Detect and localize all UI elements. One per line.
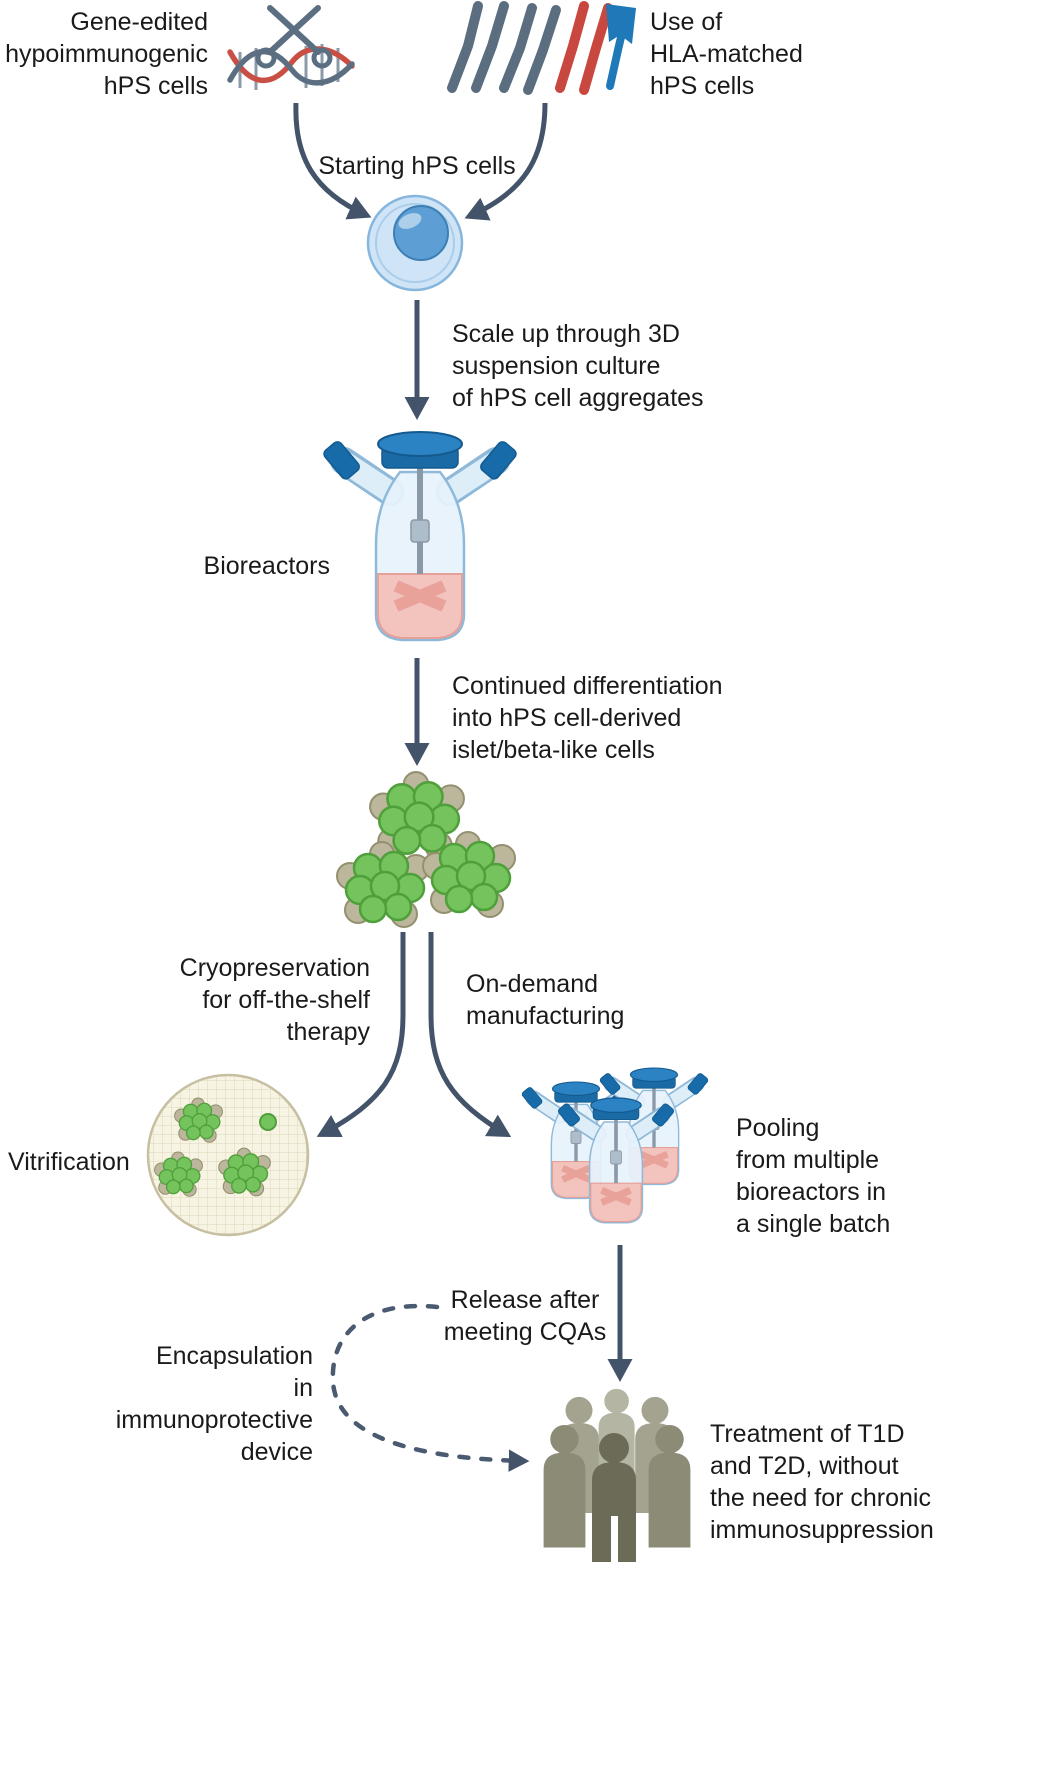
label-bioreactors: Bioreactors xyxy=(203,552,330,580)
label-hla-matched: Use of HLA-matched hPS cells xyxy=(650,8,803,100)
patients-group-icon xyxy=(543,1388,691,1563)
label-encapsulation: Encapsulation in immunoprotective device xyxy=(115,1342,313,1466)
arrow-gene-edited-to-cell xyxy=(293,102,372,220)
pooled-bioreactors-icon xyxy=(521,1068,709,1223)
islet-clusters-icon xyxy=(335,770,517,929)
arrow-to-vitrification xyxy=(316,932,406,1138)
label-differentiation: Continued differentiation into hPS cell-… xyxy=(452,672,723,764)
arrow-hla-to-cell xyxy=(464,102,548,221)
label-starting-cells: Starting hPS cells xyxy=(318,152,516,180)
label-cryopreservation: Cryopreservation for off-the-shelf thera… xyxy=(179,954,370,1046)
label-pooling: Pooling from multiple bioreactors in a s… xyxy=(736,1114,891,1238)
label-scale-up: Scale up through 3D suspension culture o… xyxy=(452,320,704,412)
arrow-to-pooling xyxy=(428,932,512,1138)
crispr-scissors-dna-icon xyxy=(227,5,355,90)
label-vitrification: Vitrification xyxy=(8,1148,130,1176)
label-gene-edited: Gene-edited hypoimmunogenic hPS cells xyxy=(5,8,208,100)
label-treatment: Treatment of T1D and T2D, without the ne… xyxy=(710,1420,934,1544)
label-on-demand: On-demand manufacturing xyxy=(466,970,625,1030)
hps-cell-icon xyxy=(366,194,464,292)
label-release: Release after meeting CQAs xyxy=(443,1286,607,1346)
bioreactor-icon xyxy=(322,432,518,640)
hla-chromosomes-icon xyxy=(447,1,636,95)
vitrification-dish-icon xyxy=(146,1073,310,1237)
